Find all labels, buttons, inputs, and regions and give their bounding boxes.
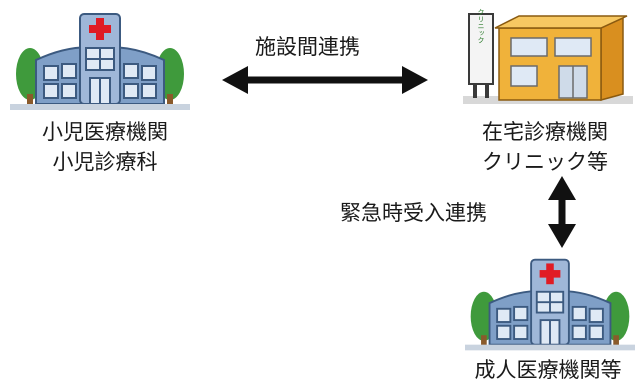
facility-coop-label: 施設間連携 bbox=[255, 35, 360, 59]
home-care-clinic-label-line1: 在宅診療機関 bbox=[482, 120, 608, 144]
home-care-clinic-node: クリニック 在宅診療機関 クリニック等 bbox=[445, 0, 641, 185]
svg-text:クリニック: クリニック bbox=[477, 9, 485, 44]
hospital-icon bbox=[10, 8, 190, 116]
facility-coop-arrow bbox=[222, 66, 428, 94]
adult-hospital-node: 成人医療機関等 bbox=[455, 252, 641, 389]
pediatric-hospital-label-line1: 小児医療機関 bbox=[42, 120, 168, 144]
clinic-icon: クリニック bbox=[463, 8, 633, 108]
adult-hospital-label: 成人医療機関等 bbox=[474, 358, 622, 382]
pediatric-hospital-node: 小児医療機関 小児診療科 bbox=[0, 0, 215, 185]
hospital-icon bbox=[465, 254, 635, 356]
pediatric-hospital-label-line2: 小児診療科 bbox=[52, 150, 158, 174]
home-care-clinic-label-line2: クリニック等 bbox=[482, 150, 608, 174]
emergency-coop-arrow bbox=[548, 176, 576, 248]
emergency-coop-label: 緊急時受入連携 bbox=[340, 201, 487, 225]
